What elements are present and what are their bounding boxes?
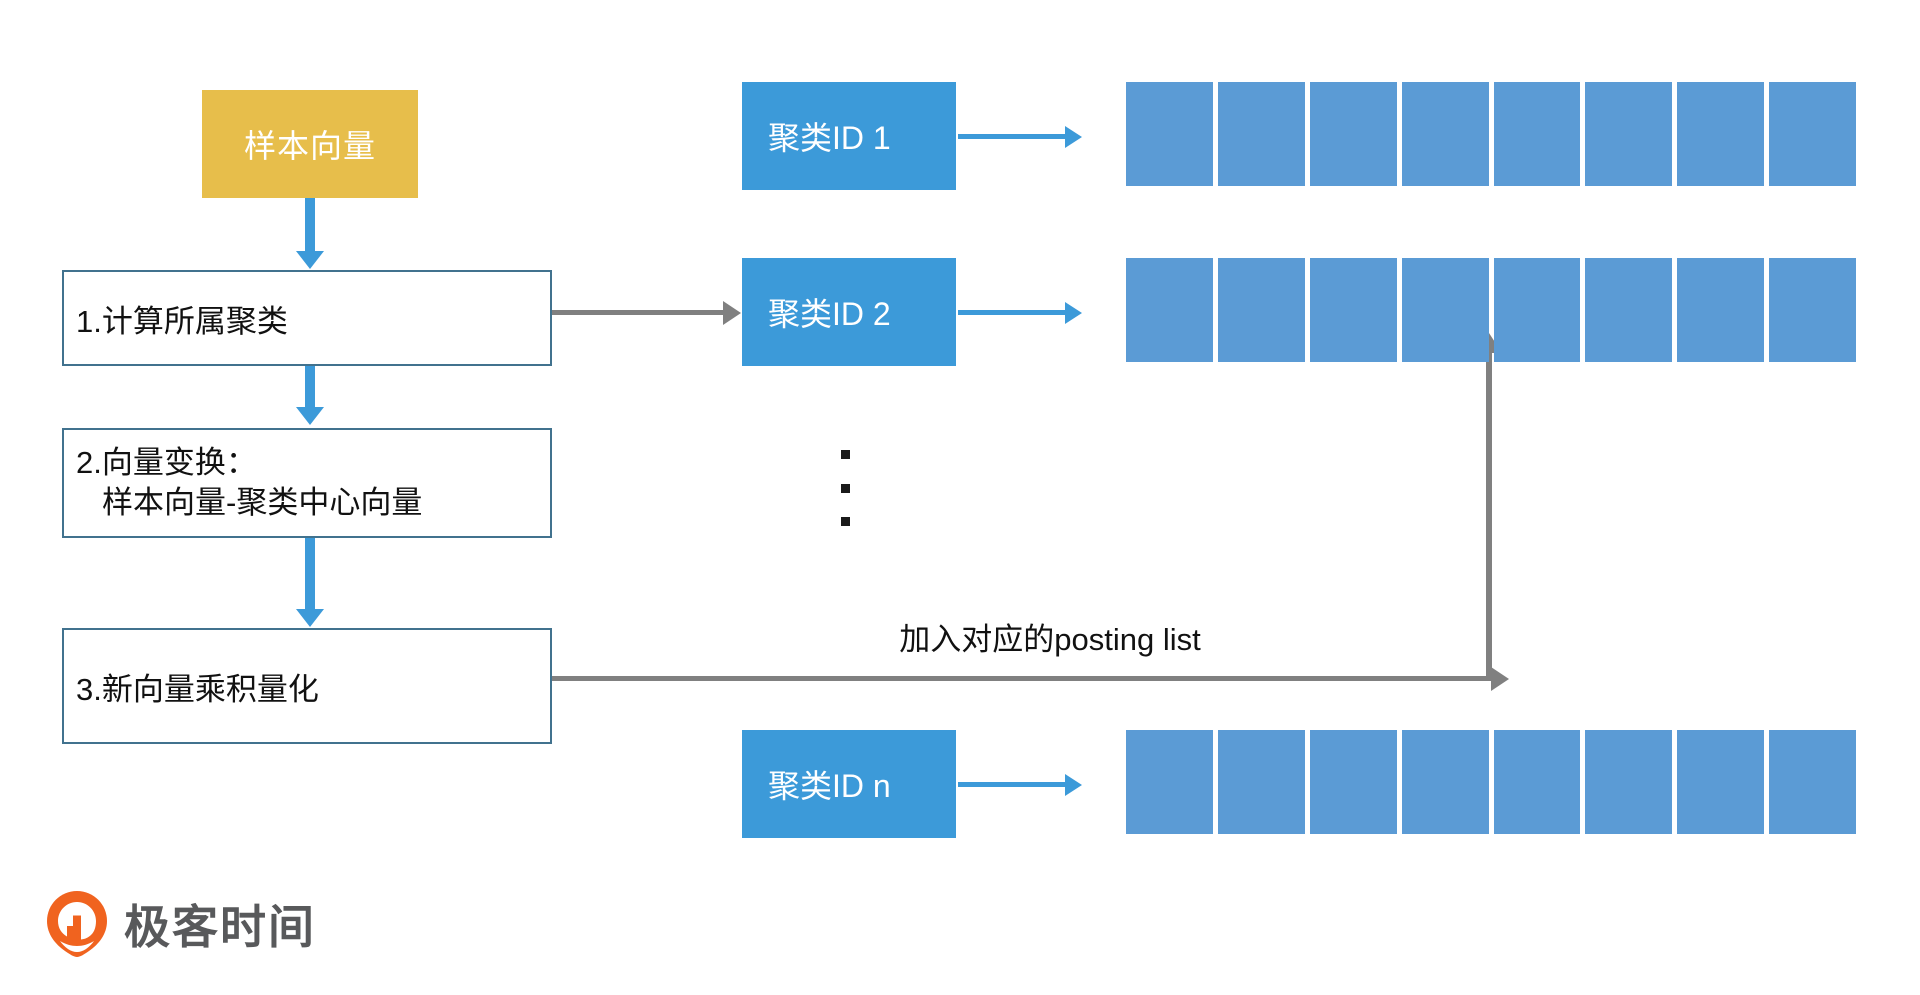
ellipsis-dot	[840, 450, 850, 459]
connector-step3-horizontal	[552, 676, 1492, 681]
posting-list-cell	[1585, 258, 1673, 362]
ellipsis-dot	[840, 483, 850, 493]
step-box-1: 1.计算所属聚类	[62, 270, 552, 366]
connector-step1-to-cluster2	[552, 310, 724, 315]
flow-arrow-sample-to-step1	[305, 198, 315, 252]
sample-vector-label: 样本向量	[243, 128, 376, 164]
cluster-box-1: 聚类ID 1	[742, 82, 956, 190]
posting-list-cell	[1493, 82, 1581, 186]
posting-list-cell	[1309, 82, 1397, 186]
connector-step3-vertical-up	[1486, 352, 1492, 681]
posting-list-cell	[1401, 258, 1489, 362]
step-1-label: 1.计算所属聚类	[76, 303, 288, 339]
step-3-label: 3.新向量乘积量化	[76, 671, 319, 707]
posting-list-1	[1126, 82, 1856, 186]
cluster-n-label: 聚类ID n	[768, 768, 891, 804]
ellipsis-dot	[840, 517, 850, 526]
posting-list-cell	[1677, 82, 1765, 186]
posting-list-cell	[1493, 258, 1581, 362]
flow-arrow-step1-to-step2	[305, 366, 315, 408]
posting-list-cell	[1401, 82, 1489, 186]
posting-list-cell	[1309, 730, 1397, 834]
posting-list-cell	[1585, 730, 1673, 834]
cluster-box-2: 聚类ID 2	[742, 258, 956, 366]
arrow-cluster1-to-posting-list	[958, 134, 1066, 139]
step-box-2: 2.向量变换： 样本向量-聚类中心向量	[62, 428, 552, 538]
posting-list-cell	[1401, 730, 1489, 834]
brand-logo: 极客时间	[46, 890, 316, 958]
posting-list-cell	[1769, 730, 1856, 834]
step-2-line2: 样本向量-聚类中心向量	[102, 485, 423, 520]
arrow-cluster2-to-posting-list	[958, 310, 1066, 315]
step-2-line1: 2.向量变换：	[76, 445, 257, 481]
posting-list-cell	[1677, 730, 1765, 834]
posting-list-cell	[1217, 258, 1305, 362]
posting-list-cell	[1126, 82, 1213, 186]
posting-list-n	[1126, 730, 1856, 834]
arrow-clustern-to-posting-list	[958, 782, 1066, 787]
posting-list-cell	[1677, 258, 1765, 362]
posting-list-cell	[1769, 258, 1856, 362]
posting-list-cell	[1309, 258, 1397, 362]
posting-list-cell	[1217, 730, 1305, 834]
geekbang-logo-icon	[46, 890, 108, 958]
posting-list-cell	[1769, 82, 1856, 186]
posting-list-cell	[1585, 82, 1673, 186]
posting-list-cell	[1126, 730, 1213, 834]
cluster-box-n: 聚类ID n	[742, 730, 956, 838]
posting-list-cell	[1493, 730, 1581, 834]
connector-label-posting-list: 加入对应的posting list	[899, 622, 1201, 657]
vertical-ellipsis-icon	[838, 450, 852, 526]
posting-list-cell	[1126, 258, 1213, 362]
step-2-text: 2.向量变换： 样本向量-聚类中心向量	[76, 443, 422, 522]
posting-list-2	[1126, 258, 1856, 362]
step-box-3: 3.新向量乘积量化	[62, 628, 552, 744]
cluster-1-label: 聚类ID 1	[768, 120, 891, 156]
flow-arrow-step2-to-step3	[305, 538, 315, 610]
sample-vector-box: 样本向量	[202, 90, 418, 198]
cluster-2-label: 聚类ID 2	[768, 296, 891, 332]
brand-name: 极客时间	[124, 901, 316, 953]
posting-list-cell	[1217, 82, 1305, 186]
